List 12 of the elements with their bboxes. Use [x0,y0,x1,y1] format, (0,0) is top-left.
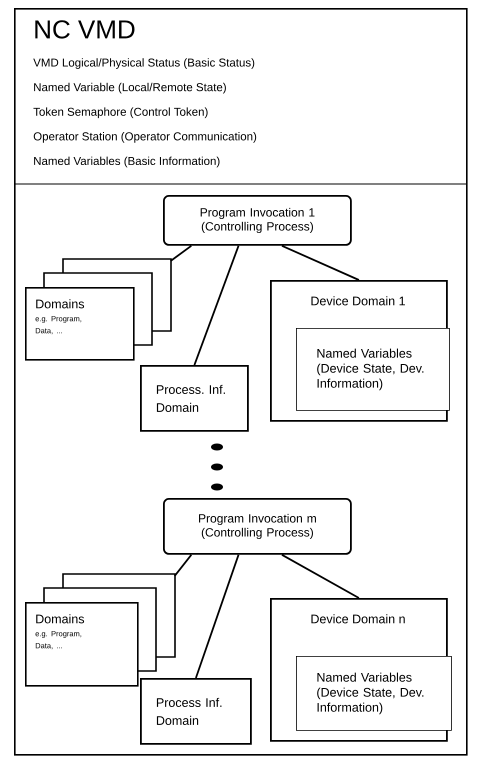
connector-line [195,554,240,678]
connector-line [194,246,240,366]
domain-box: Process Inf. Domain [140,678,252,745]
connector-line [170,245,192,262]
connector-line [282,244,360,281]
process-box: Program Invocation m (Controlling Process) [163,498,352,555]
process-box: Program Invocation 1 (Controlling Process) [163,195,352,246]
variables-box: Named Variables (Device State, Dev. Information) [296,328,450,411]
variables-box: Named Variables (Device State, Dev. Information) [296,656,452,731]
connector-line [282,554,360,599]
domain-box: Process. Inf. Domain [140,365,249,432]
connector-line [174,554,192,577]
